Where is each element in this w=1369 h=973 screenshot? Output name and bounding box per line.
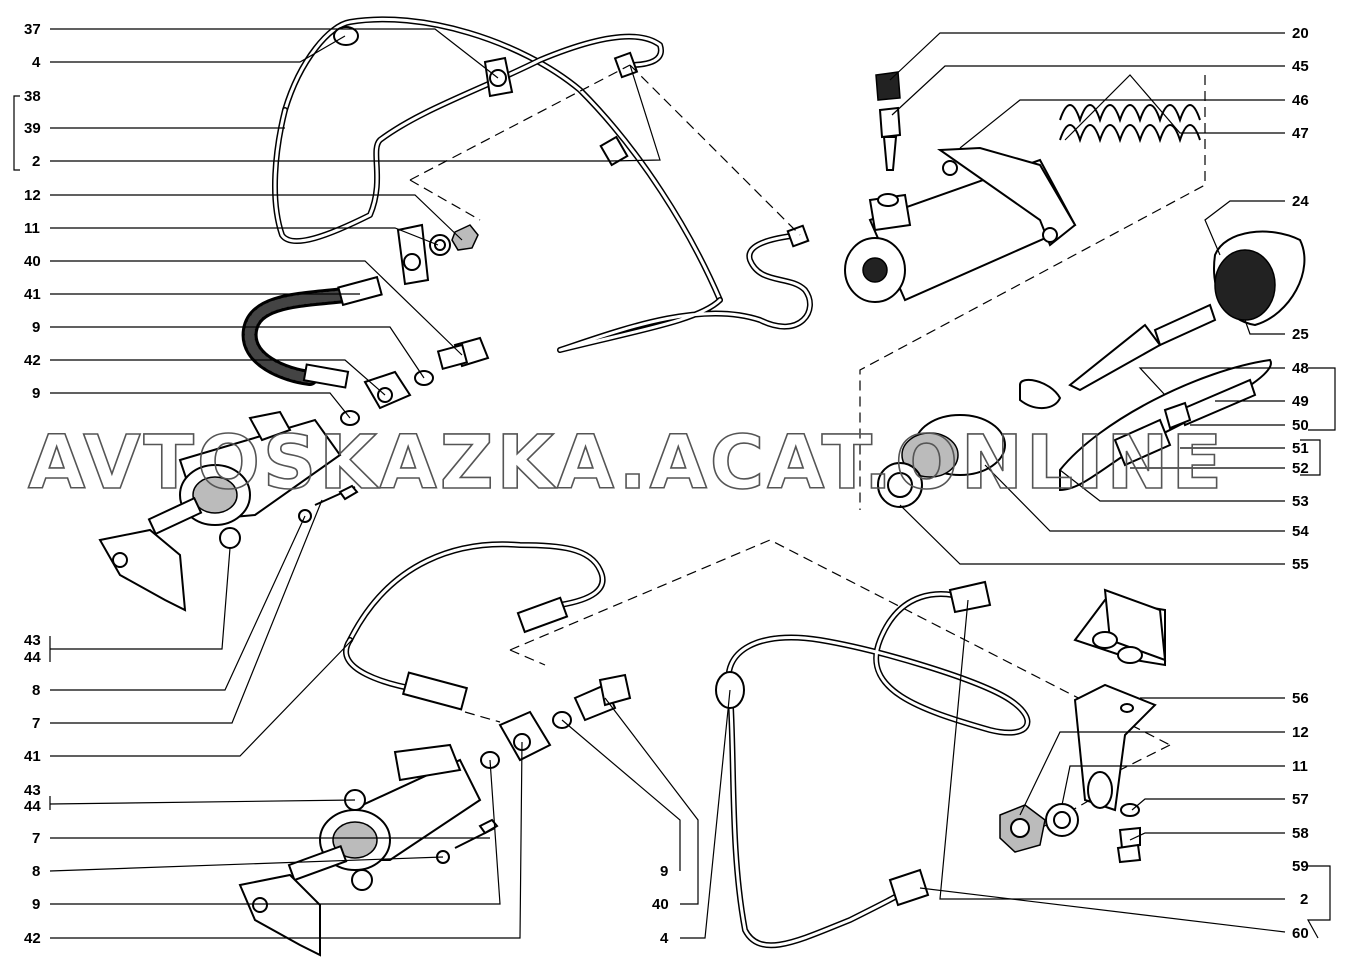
callout-44b: 44 [24,798,41,815]
callout-45: 45 [1292,58,1309,75]
callout-60: 60 [1292,925,1309,942]
callout-11: 11 [24,220,40,237]
callout-7: 7 [32,715,40,732]
callout-43b: 43 [24,782,41,799]
callout-56: 56 [1292,690,1309,707]
callout-7b: 7 [32,830,40,847]
upper-pipe-assembly [271,16,813,353]
callout-9c: 9 [32,896,40,913]
flexible-hose [241,275,490,389]
lower-pipe-assembly [343,539,1171,746]
callout-40: 40 [24,253,41,270]
callout-43: 43 [24,632,41,649]
callout-48: 48 [1292,360,1309,377]
callout-12b: 12 [1292,724,1309,741]
callout-4b: 4 [660,930,669,947]
callout-57: 57 [1292,791,1309,808]
callout-9b: 9 [32,385,40,402]
callout-25: 25 [1292,326,1309,343]
callout-39: 39 [24,120,41,137]
callout-9: 9 [32,319,40,336]
callout-2b: 2 [1300,891,1308,908]
callout-47: 47 [1292,125,1309,142]
watermark-text: AVTOSKAZKA.ACAT.ONLINE [28,420,1225,506]
callout-9d: 9 [660,863,668,880]
callout-52: 52 [1292,460,1309,477]
slave-cylinder-lower [238,743,499,957]
callout-8: 8 [32,682,40,699]
callout-53: 53 [1292,493,1309,510]
callout-2: 2 [32,153,40,170]
callout-8b: 8 [32,863,40,880]
callout-38: 38 [24,88,41,105]
callout-41: 41 [24,286,41,303]
leader-lines [13,28,1336,939]
callout-46: 46 [1292,92,1309,109]
callout-12: 12 [24,187,41,204]
callout-4: 4 [32,54,41,71]
callout-49: 49 [1292,393,1309,410]
callout-58: 58 [1292,825,1309,842]
callout-51: 51 [1292,440,1309,457]
callout-42: 42 [24,352,41,369]
callout-11b: 11 [1292,758,1308,775]
mounting-bracket-group [999,588,1171,864]
bracket-nut-washer [396,223,479,286]
callout-41b: 41 [24,748,41,765]
callout-37: 37 [24,21,41,38]
master-cylinder-assembly [844,71,1206,510]
callout-50: 50 [1292,417,1309,434]
adapter-block-upper [340,370,434,426]
callout-42b: 42 [24,930,41,947]
boot-and-pushrod [877,230,1306,508]
callout-54: 54 [1292,523,1309,540]
long-pipe-assembly [715,580,1031,949]
callout-24: 24 [1292,193,1309,210]
callout-labels: 37 4 38 39 2 12 11 40 41 9 42 9 43 44 8 … [24,21,1309,947]
adapter-block-lower [480,673,632,769]
callout-55: 55 [1292,556,1309,573]
callout-44: 44 [24,649,41,666]
callout-40b: 40 [652,896,669,913]
callout-59: 59 [1292,858,1309,875]
callout-20: 20 [1292,25,1309,42]
